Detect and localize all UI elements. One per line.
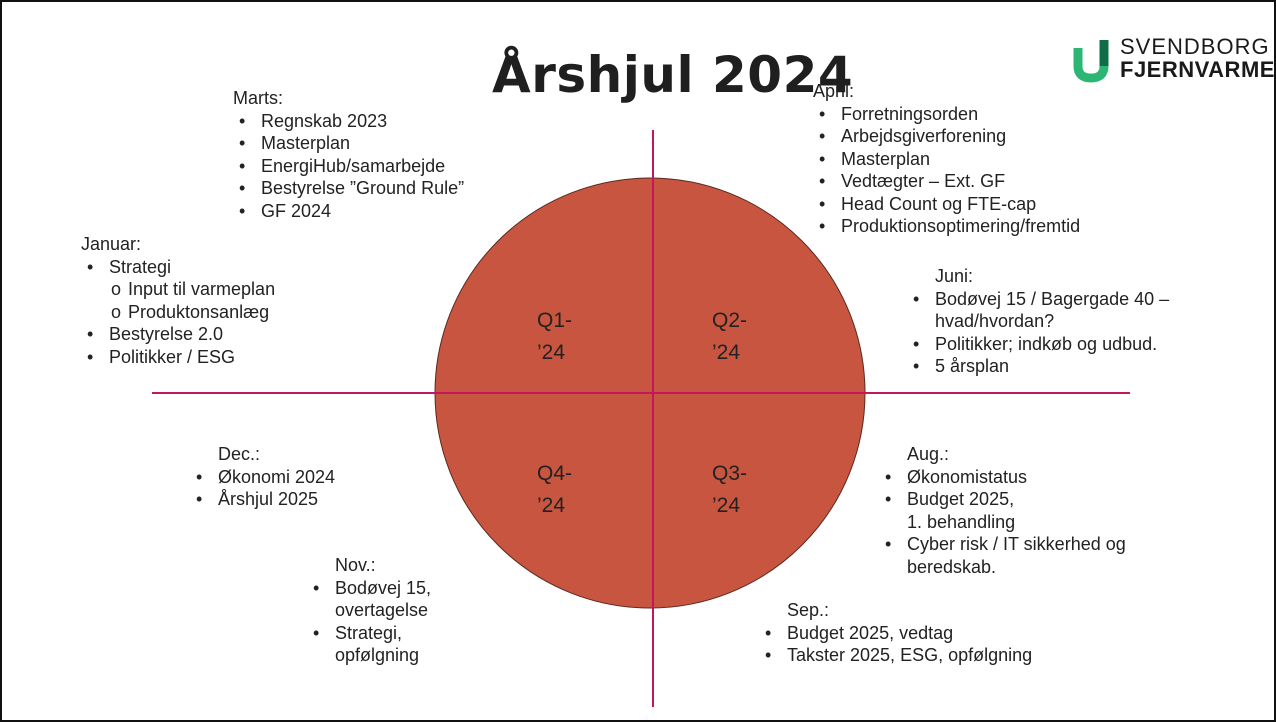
list-item: Bestyrelse ”Ground Rule” [233, 177, 464, 200]
marts-block: Marts: Regnskab 2023 Masterplan EnergiHu… [233, 87, 464, 222]
dec-heading: Dec.: [218, 444, 261, 464]
sep-heading: Sep.: [787, 600, 830, 620]
list-item: Forretningsorden [813, 103, 1080, 126]
list-item: Årshjul 2025 [190, 488, 335, 511]
list-item-continuation: beredskab. [907, 556, 997, 577]
list-item: Takster 2025, ESG, opfølgning [759, 644, 1032, 667]
logo-text-bottom: FJERNVARME [1120, 57, 1275, 82]
logo-text-top: SVENDBORG [1120, 34, 1270, 59]
sub-list-item: Input til varmeplan [81, 278, 275, 301]
list-item: Masterplan [813, 148, 1080, 171]
list-item: Bodøvej 15, [307, 577, 431, 600]
marts-heading: Marts: [233, 88, 284, 108]
q2-label-line2: ’24 [712, 341, 740, 364]
list-item: Strategi, [307, 622, 431, 645]
list-item: Budget 2025, [879, 488, 1126, 511]
list-item: Regnskab 2023 [233, 110, 464, 133]
list-item: Økonomistatus [879, 466, 1126, 489]
list-item: Cyber risk / IT sikkerhed og [879, 533, 1126, 556]
list-item-continuation: overtagelse [335, 600, 429, 620]
list-item-continuation: hvad/hvordan? [935, 311, 1055, 331]
q1-label-line1: Q1- [537, 309, 572, 332]
sep-block: Sep.: Budget 2025, vedtag Takster 2025, … [759, 599, 1032, 667]
list-item: Bestyrelse 2.0 [81, 323, 275, 346]
januar-heading: Januar: [81, 234, 142, 254]
list-item: Masterplan [233, 132, 464, 155]
list-item: Budget 2025, vedtag [759, 622, 1032, 645]
nov-block: Nov.: Bodøvej 15, overtagelse Strategi, … [307, 554, 431, 667]
juni-block: Juni: Bodøvej 15 / Bagergade 40 – hvad/h… [907, 265, 1169, 378]
aug-block: Aug.: Økonomistatus Budget 2025, 1. beha… [879, 443, 1126, 578]
company-logo: SVENDBORG FJERNVARME [1070, 32, 1274, 92]
juni-heading: Juni: [935, 266, 974, 286]
list-item: Økonomi 2024 [190, 466, 335, 489]
list-item-continuation: 1. behandling [907, 511, 1016, 532]
list-item: Vedtægter – Ext. GF [813, 170, 1080, 193]
sub-list-item: Produktonsanlæg [81, 301, 275, 324]
list-item: Bodøvej 15 / Bagergade 40 – [907, 288, 1169, 311]
q4-label-line1: Q4- [537, 462, 572, 485]
april-block: April: Forretningsorden Arbejdsgiverfore… [813, 80, 1080, 238]
list-item: Produktionsoptimering/fremtid [813, 215, 1080, 238]
aug-heading: Aug.: [907, 444, 950, 464]
list-item: EnergiHub/samarbejde [233, 155, 464, 178]
list-item: Politikker; indkøb og udbud. [907, 333, 1169, 356]
q2-label-line1: Q2- [712, 309, 747, 332]
q3-label-line2: ’24 [712, 494, 740, 517]
list-item: Arbejdsgiverforening [813, 125, 1080, 148]
q1-label-line2: ’24 [537, 341, 565, 364]
april-heading: April: [813, 81, 855, 101]
q3-label-line1: Q3- [712, 462, 747, 485]
list-item-continuation: opfølgning [335, 645, 420, 665]
list-item: Strategi [81, 256, 275, 279]
dec-block: Dec.: Økonomi 2024 Årshjul 2025 [190, 443, 335, 511]
list-item: GF 2024 [233, 200, 464, 223]
list-item: 5 årsplan [907, 355, 1169, 378]
list-item: Politikker / ESG [81, 346, 275, 369]
page-title: Årshjul 2024 [492, 46, 854, 104]
logo-mark-icon [1073, 40, 1109, 83]
nov-heading: Nov.: [335, 555, 376, 575]
januar-block: Januar: Strategi Input til varmeplan Pro… [81, 233, 275, 368]
q4-label-line2: ’24 [537, 494, 565, 517]
list-item: Head Count og FTE-cap [813, 193, 1080, 216]
